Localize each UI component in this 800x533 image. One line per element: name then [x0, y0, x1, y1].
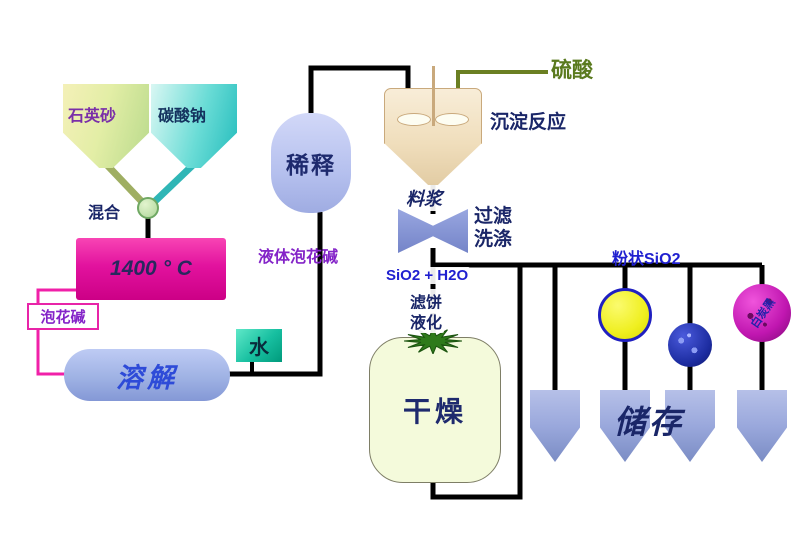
pipe-furnace-to-dissolve [36, 288, 80, 376]
water-label: 水 [249, 337, 269, 359]
pipe-soda-to-mixer [147, 161, 197, 209]
product-ball-magenta: 白炭黑 [733, 284, 791, 342]
pipe-drying-output [430, 265, 523, 500]
product-ball-yellow [598, 288, 652, 342]
stirrer-shaft-icon [432, 66, 435, 126]
pipe-quartz-to-mixer [103, 161, 149, 209]
steam-burst-icon [404, 328, 462, 354]
slurry-label: 料浆 [404, 185, 444, 211]
quartz-sand-label: 石英砂 [68, 108, 117, 125]
powder-sio2-label: 粉状SiO2 [612, 251, 681, 268]
pipe-acid-to-reactor [456, 70, 548, 92]
wash-label: 洗涤 [474, 229, 513, 250]
pipe-dilute-to-reactor [308, 65, 411, 114]
liquefaction-label: 液化 [408, 309, 445, 333]
dissolve-label: 溶解 [116, 362, 178, 393]
water-feed-box: 水 [236, 329, 282, 362]
stirrer-paddle-left-icon [397, 113, 431, 126]
sio2-h2o-label: SiO2 + H2O [384, 267, 471, 284]
sodium-carbonate-label: 碳酸钠 [158, 108, 207, 125]
drying-label: 干燥 [402, 396, 467, 427]
steam-burst-shape [404, 328, 462, 354]
precipitation-label: 沉淀反应 [490, 112, 567, 133]
furnace-temp-label: 1400 ° C [110, 257, 192, 280]
dilute-vessel: 稀释 [271, 113, 351, 213]
drying-vessel: 干燥 [369, 337, 501, 483]
product-ball-blue [668, 323, 712, 367]
stirrer-paddle-right-icon [435, 113, 469, 126]
liquid-water-glass-label: 液体泡花碱 [258, 249, 339, 266]
filter-label: 过滤 [474, 206, 513, 227]
sulfuric-acid-label: 硫酸 [551, 59, 593, 82]
mixer-junction [137, 197, 159, 219]
dilute-label: 稀释 [286, 152, 336, 178]
dissolve-vessel: 溶解 [64, 349, 230, 401]
mixing-label: 混合 [88, 205, 121, 222]
water-glass-tag: 泡花碱 [27, 303, 99, 330]
product-ball-label: 白炭黑 [748, 296, 778, 331]
furnace-1400c: 1400 ° C [76, 238, 226, 300]
storage-label: 储存 [614, 404, 685, 440]
pipe-dissolve-to-dilute [228, 212, 323, 377]
water-glass-label: 泡花碱 [40, 309, 86, 326]
